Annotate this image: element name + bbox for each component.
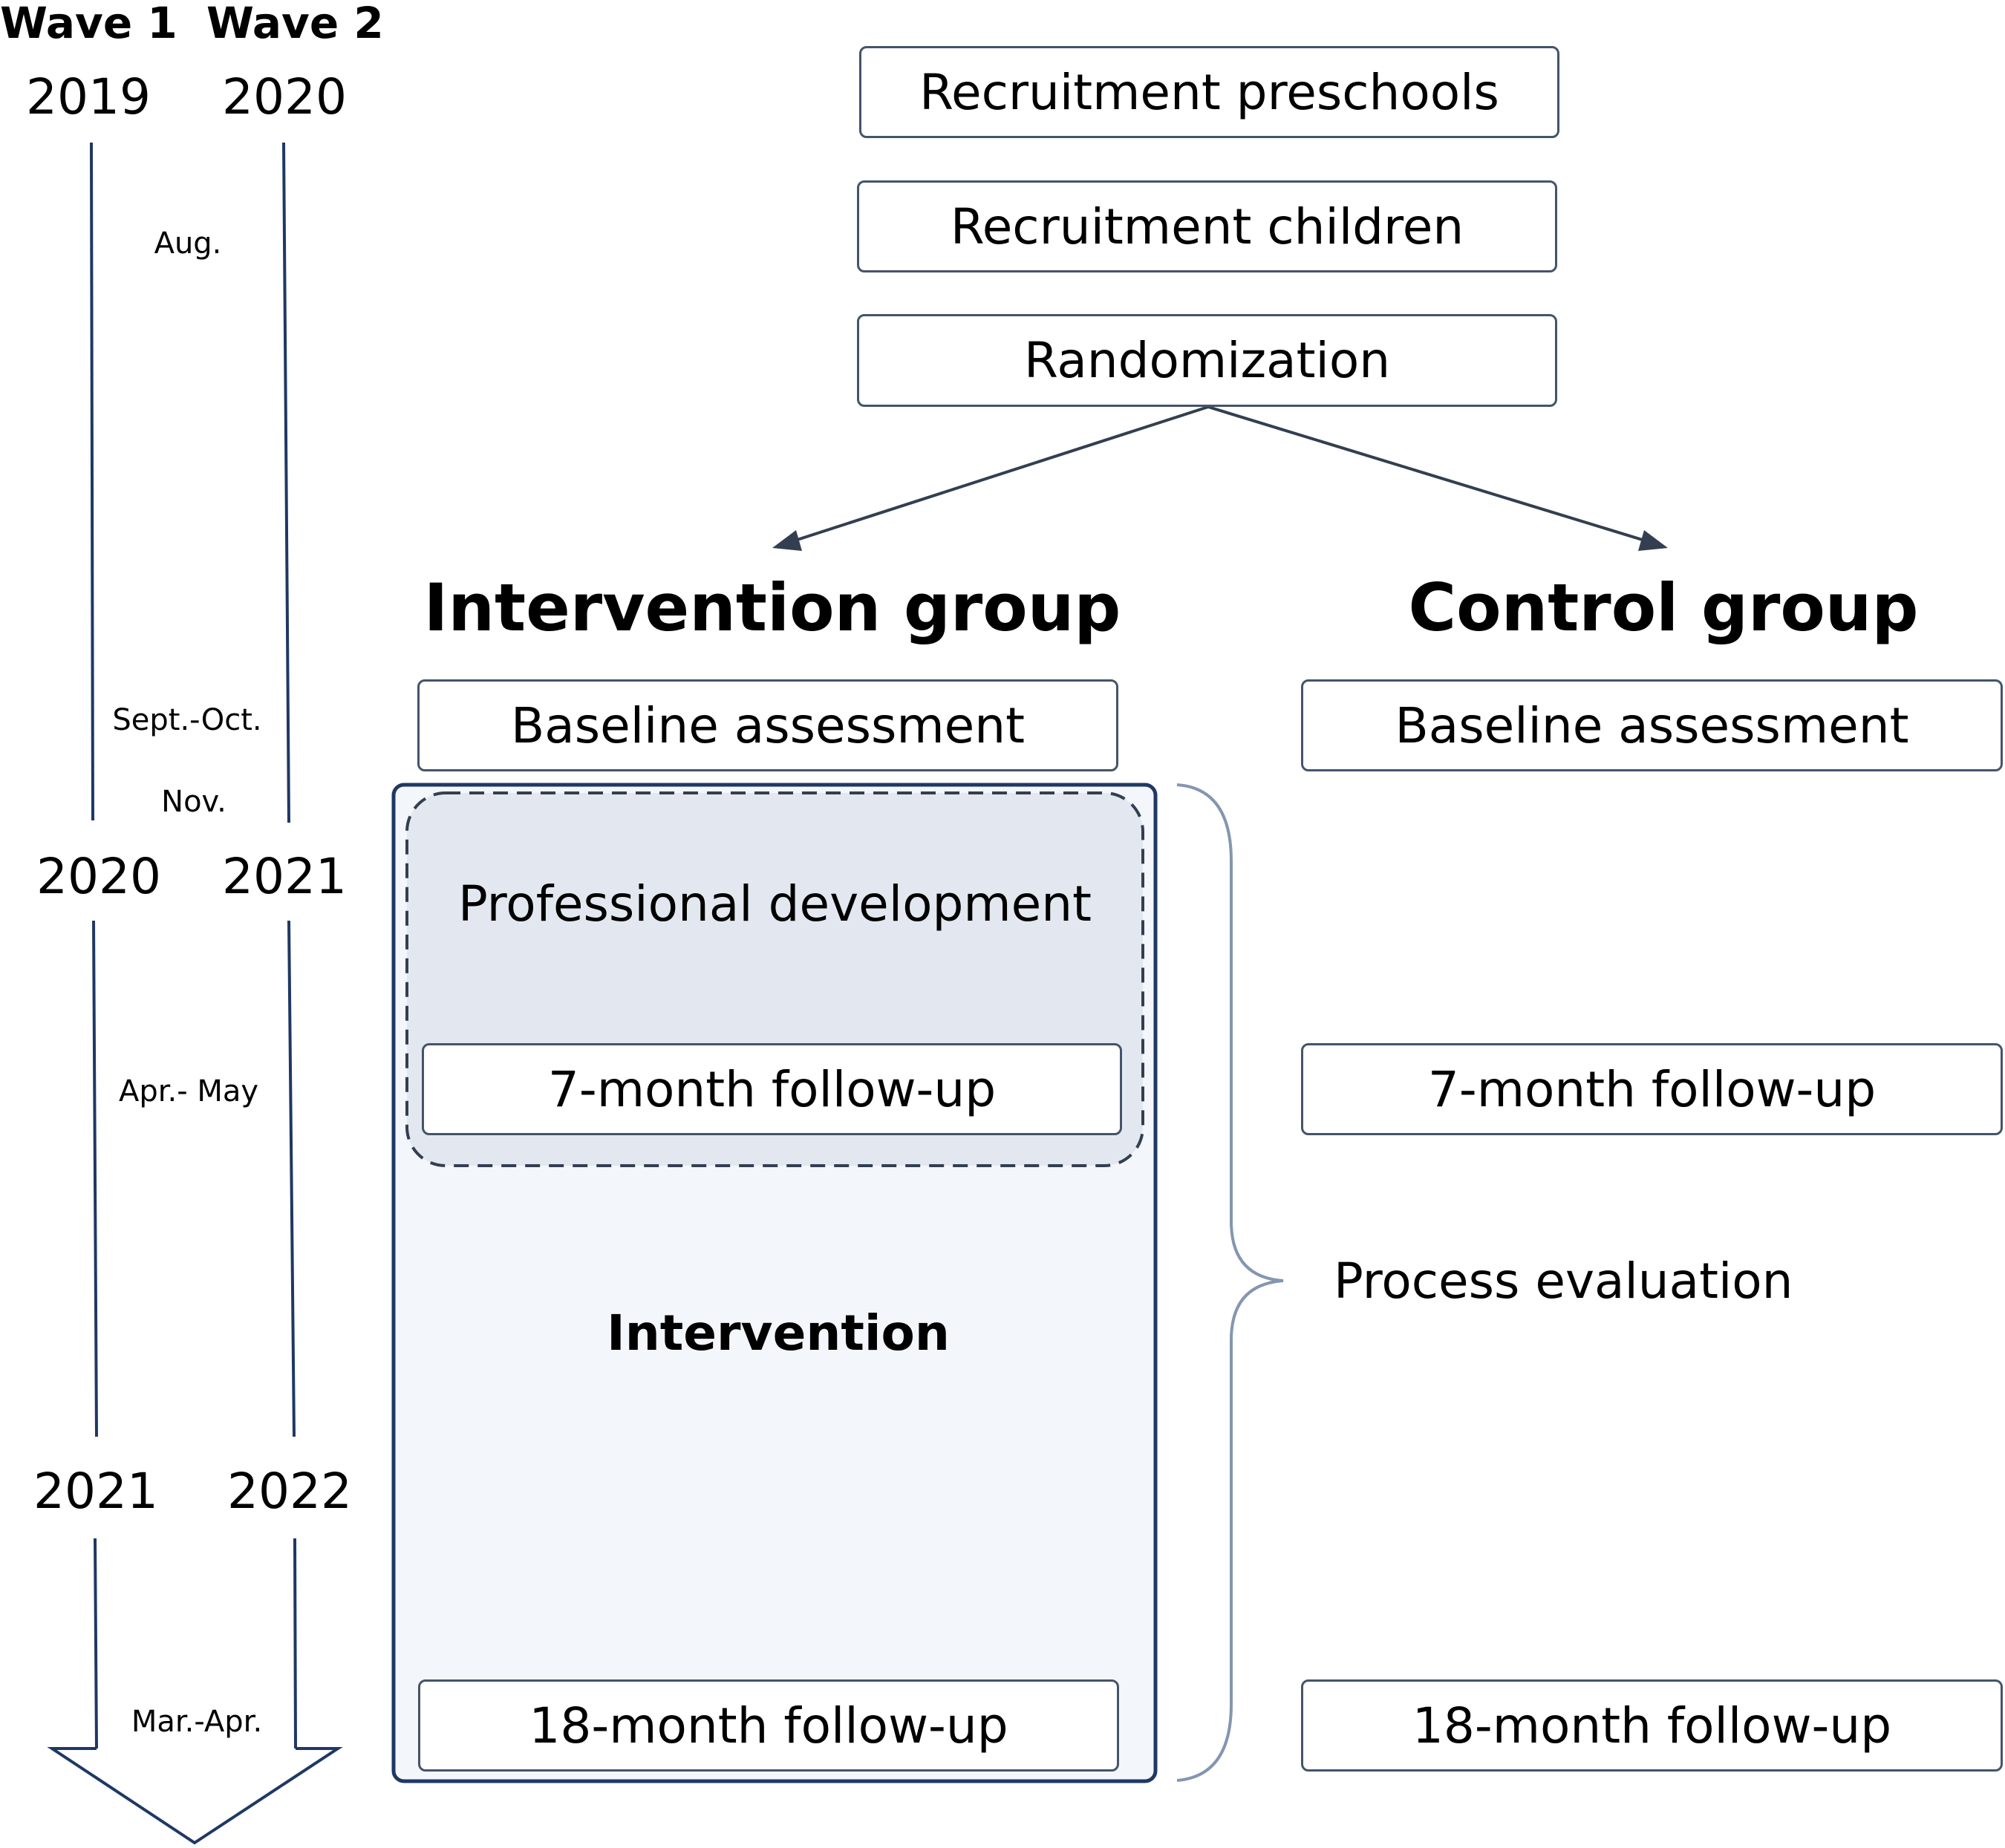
intervention-18-month-label: 18-month follow-up <box>529 1697 1008 1754</box>
wave-2-label: Wave 2 <box>206 0 384 48</box>
intervention-group-title: Intervention group <box>423 569 1121 646</box>
wave1-line-segment-1 <box>90 142 94 821</box>
month-apr-may: Apr.- May <box>118 1074 259 1109</box>
month-aug: Aug. <box>154 226 222 261</box>
wave2-line-segment-1 <box>282 142 290 823</box>
randomization-label: Randomization <box>1023 332 1391 389</box>
wave-2-year-start: 2020 <box>222 68 347 125</box>
intervention-7-month-label: 7-month follow-up <box>547 1060 997 1118</box>
wave-1-year-start: 2019 <box>26 68 151 125</box>
randomization-box: Randomization <box>857 314 1557 407</box>
control-baseline-box: Baseline assessment <box>1301 679 2003 771</box>
wave-1-label: Wave 1 <box>0 0 177 48</box>
wave2-line-segment-2 <box>287 920 296 1437</box>
control-7-month-label: 7-month follow-up <box>1427 1060 1877 1118</box>
arrowhead-intervention <box>772 530 802 551</box>
intervention-baseline-box: Baseline assessment <box>417 679 1118 771</box>
control-18-month-label: 18-month follow-up <box>1412 1697 1892 1754</box>
wave2-line-segment-3 <box>293 1538 297 1749</box>
professional-development-label: Professional development <box>457 875 1092 933</box>
arrow-to-intervention <box>785 405 1209 545</box>
arrowhead-control <box>1638 530 1668 551</box>
recruitment-preschools-label: Recruitment preschools <box>919 63 1499 121</box>
month-mar-apr: Mar.-Apr. <box>131 1705 263 1739</box>
timeline-arrowhead <box>47 1747 343 1845</box>
arrow-to-control <box>1207 405 1655 545</box>
wave-1-year-end: 2021 <box>33 1463 158 1520</box>
process-evaluation-label: Process evaluation <box>1334 1253 1793 1310</box>
intervention-label: Intervention <box>607 1305 950 1362</box>
month-sept-oct: Sept.-Oct. <box>112 703 262 737</box>
wave-1-year-mid: 2020 <box>36 848 161 905</box>
control-group-title: Control group <box>1408 569 1919 646</box>
intervention-18-month-box: 18-month follow-up <box>418 1679 1119 1772</box>
recruitment-preschools-box: Recruitment preschools <box>859 46 1559 138</box>
recruitment-children-label: Recruitment children <box>950 197 1464 255</box>
month-nov: Nov. <box>161 785 226 819</box>
control-baseline-label: Baseline assessment <box>1395 696 1909 754</box>
wave-2-year-mid: 2021 <box>222 848 347 905</box>
process-evaluation-brace <box>1176 783 1284 1782</box>
wave-2-year-end: 2022 <box>227 1463 352 1520</box>
control-18-month-box: 18-month follow-up <box>1301 1679 2003 1772</box>
wave1-line-segment-3 <box>94 1538 98 1749</box>
intervention-7-month-box: 7-month follow-up <box>422 1043 1122 1135</box>
wave1-line-segment-2 <box>92 920 98 1437</box>
intervention-baseline-label: Baseline assessment <box>510 696 1025 754</box>
control-7-month-box: 7-month follow-up <box>1301 1043 2003 1135</box>
recruitment-children-box: Recruitment children <box>857 180 1557 272</box>
